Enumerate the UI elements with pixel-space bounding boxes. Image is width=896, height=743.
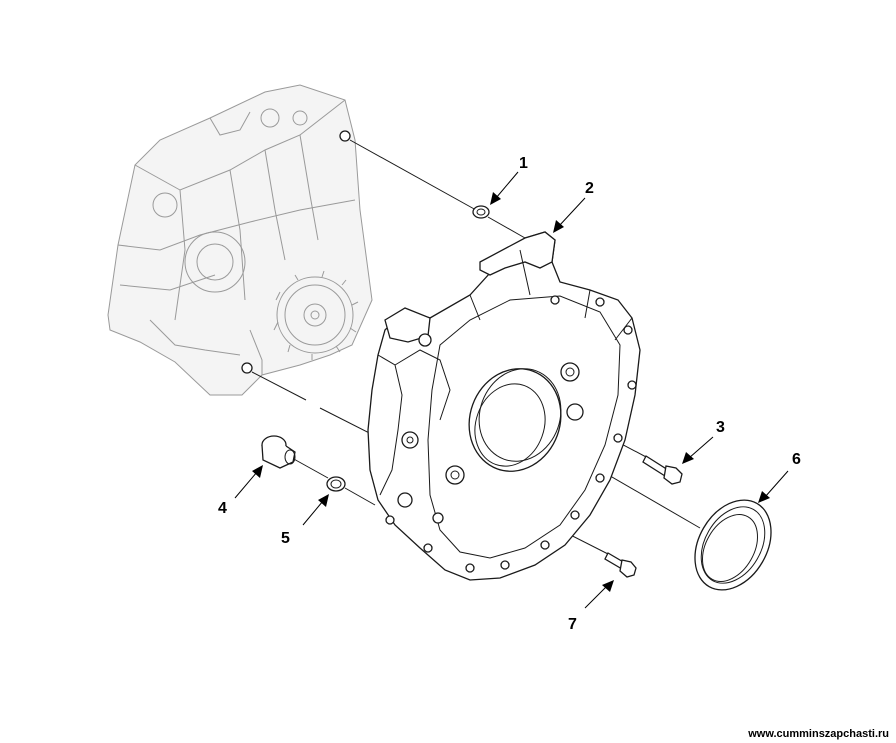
callout-5: 5: [281, 530, 290, 547]
callout-7: 7: [568, 616, 577, 633]
dowel-ring-part-1: [472, 205, 490, 219]
arrowhead-7: [602, 580, 614, 592]
leader-6: [764, 470, 789, 498]
leader-arrows: [234, 171, 789, 609]
arrowhead-3: [682, 452, 694, 464]
callout-1: 1: [519, 155, 528, 172]
leader-5: [302, 500, 324, 526]
leader-3: [688, 436, 714, 459]
leader-4: [234, 471, 258, 499]
arrowhead-5: [318, 494, 329, 507]
capscrew-part-3: [642, 455, 683, 485]
flywheel-housing-part-2: [367, 231, 641, 581]
leader-7: [584, 585, 608, 609]
callout-3: 3: [716, 419, 725, 436]
callout-2: 2: [585, 180, 594, 197]
leader-1: [495, 171, 519, 199]
capscrew-part-7: [604, 552, 637, 578]
o-ring-part-5: [326, 476, 346, 492]
callout-6: 6: [792, 451, 801, 468]
arrowhead-1: [490, 192, 501, 205]
arrowhead-6: [758, 491, 770, 503]
watermark-text: www.cumminszapchasti.ru: [747, 728, 889, 740]
crankshaft-seal-part-6: [694, 499, 772, 591]
plug-part-4: [261, 435, 296, 469]
arrowhead-4: [252, 465, 263, 478]
callout-4: 4: [218, 500, 227, 517]
leader-2: [558, 197, 586, 227]
arrowhead-2: [553, 220, 564, 233]
engine-block-ghost: [107, 84, 373, 396]
